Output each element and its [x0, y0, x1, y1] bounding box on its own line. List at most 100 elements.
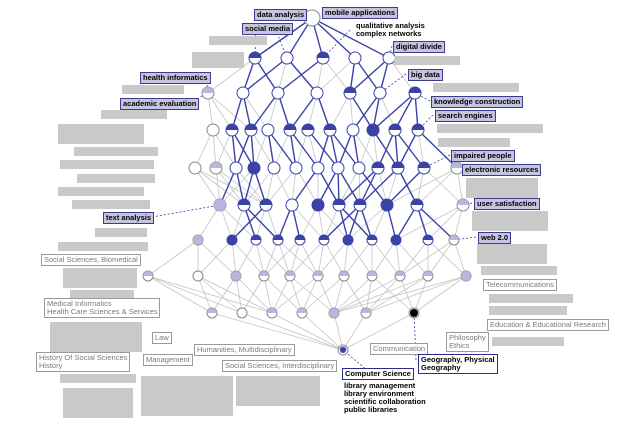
- lattice-node[interactable]: [311, 198, 325, 212]
- lattice-node[interactable]: [237, 198, 251, 212]
- lattice-edge: [317, 204, 349, 241]
- lattice-node[interactable]: [267, 161, 281, 175]
- lattice-edge: [427, 204, 464, 241]
- lattice-node[interactable]: [391, 161, 405, 175]
- lattice-edge: [416, 167, 458, 206]
- lattice-node[interactable]: [236, 86, 250, 100]
- lattice-node[interactable]: [366, 270, 378, 282]
- lattice-node[interactable]: [328, 307, 340, 319]
- lattice-node[interactable]: [390, 234, 402, 246]
- lattice-edge: [386, 167, 425, 206]
- lattice-node[interactable]: [250, 234, 262, 246]
- lattice-node[interactable]: [272, 234, 284, 246]
- lattice-edge: [342, 312, 415, 351]
- lattice-node[interactable]: [201, 86, 215, 100]
- lattice-node[interactable]: [316, 51, 330, 65]
- lattice-node[interactable]: [460, 270, 472, 282]
- lattice-node[interactable]: [206, 307, 218, 319]
- lattice-node[interactable]: [311, 161, 325, 175]
- lattice-node[interactable]: [318, 234, 330, 246]
- lattice-node[interactable]: [244, 123, 258, 137]
- lattice-edge: [289, 239, 325, 277]
- lattice-node[interactable]: [294, 234, 306, 246]
- lattice-edge: [323, 239, 345, 277]
- lattice-node[interactable]: [247, 161, 261, 175]
- label-text: public libraries: [344, 405, 398, 414]
- lattice-node[interactable]: [417, 161, 431, 175]
- lattice-node[interactable]: [346, 123, 360, 137]
- lattice-node[interactable]: [271, 86, 285, 100]
- lattice-node[interactable]: [259, 198, 273, 212]
- lattice-node[interactable]: [348, 51, 362, 65]
- lattice-node[interactable]: [332, 198, 346, 212]
- lattice-edge: [301, 275, 319, 314]
- lattice-node[interactable]: [192, 234, 204, 246]
- lattice-node[interactable]: [284, 270, 296, 282]
- lattice-node[interactable]: [410, 198, 424, 212]
- lattice-node[interactable]: [310, 86, 324, 100]
- lattice-node[interactable]: [422, 234, 434, 246]
- lattice-node[interactable]: [209, 161, 223, 175]
- lattice-edge: [316, 57, 356, 94]
- lattice-node[interactable]: [283, 123, 297, 137]
- lattice-node[interactable]: [343, 86, 357, 100]
- lattice-node[interactable]: [296, 307, 308, 319]
- lattice-node[interactable]: [410, 309, 418, 317]
- lattice-node[interactable]: [229, 161, 243, 175]
- lattice-edge: [235, 239, 257, 277]
- lattice-node[interactable]: [366, 234, 378, 246]
- label-text: Medical Informatics: [47, 299, 112, 308]
- lattice-node[interactable]: [352, 161, 366, 175]
- lattice-node[interactable]: [188, 161, 202, 175]
- lattice-node[interactable]: [230, 270, 242, 282]
- lattice-node[interactable]: [366, 123, 380, 137]
- lattice-node[interactable]: [338, 270, 350, 282]
- lattice-node[interactable]: [394, 270, 406, 282]
- lattice-bottom-node[interactable]: [340, 347, 346, 353]
- lattice-node[interactable]: [213, 198, 227, 212]
- lattice-node[interactable]: [261, 123, 275, 137]
- lattice-node[interactable]: [206, 123, 220, 137]
- lattice-node[interactable]: [371, 161, 385, 175]
- lattice-node[interactable]: [411, 123, 425, 137]
- lattice-node[interactable]: [323, 123, 337, 137]
- lattice-node[interactable]: [312, 270, 324, 282]
- lattice-node[interactable]: [280, 51, 294, 65]
- lattice-node[interactable]: [226, 234, 238, 246]
- lattice-node[interactable]: [289, 161, 303, 175]
- lattice-edge: [295, 129, 309, 169]
- lattice-node[interactable]: [422, 270, 434, 282]
- lattice-node[interactable]: [258, 270, 270, 282]
- lattice-node[interactable]: [380, 198, 394, 212]
- lattice-node[interactable]: [248, 51, 262, 65]
- lattice-edge: [197, 275, 213, 314]
- attr-humanities-multidisciplinary: Humanities, Multidisciplinary: [194, 344, 295, 356]
- lattice-node[interactable]: [142, 270, 154, 282]
- lattice-node[interactable]: [388, 123, 402, 137]
- lattice-node[interactable]: [192, 270, 204, 282]
- lattice-node[interactable]: [225, 123, 239, 137]
- lattice-node[interactable]: [331, 161, 345, 175]
- lattice-node[interactable]: [456, 198, 470, 212]
- lattice-edge: [333, 275, 373, 314]
- lattice-node[interactable]: [408, 86, 422, 100]
- lattice-edge: [337, 167, 361, 206]
- lattice-edge: [207, 92, 233, 131]
- label-text: Humanities, Multidisciplinary: [197, 345, 292, 354]
- lattice-node[interactable]: [236, 307, 248, 319]
- label-text: Education & Educational Research: [490, 320, 606, 329]
- lattice-node[interactable]: [301, 123, 315, 137]
- label-text: electronic resources: [465, 165, 539, 174]
- lattice-edge: [147, 275, 243, 314]
- attr-communication: Communication: [370, 343, 429, 355]
- lattice-node[interactable]: [353, 198, 367, 212]
- lattice-node[interactable]: [360, 307, 372, 319]
- lattice-node[interactable]: [448, 234, 460, 246]
- lattice-node[interactable]: [342, 234, 354, 246]
- lattice-node[interactable]: [373, 86, 387, 100]
- lattice-edge: [416, 204, 455, 241]
- lattice-edge: [301, 312, 344, 351]
- lattice-node[interactable]: [285, 198, 299, 212]
- lattice-edge: [289, 275, 303, 314]
- lattice-node[interactable]: [266, 307, 278, 319]
